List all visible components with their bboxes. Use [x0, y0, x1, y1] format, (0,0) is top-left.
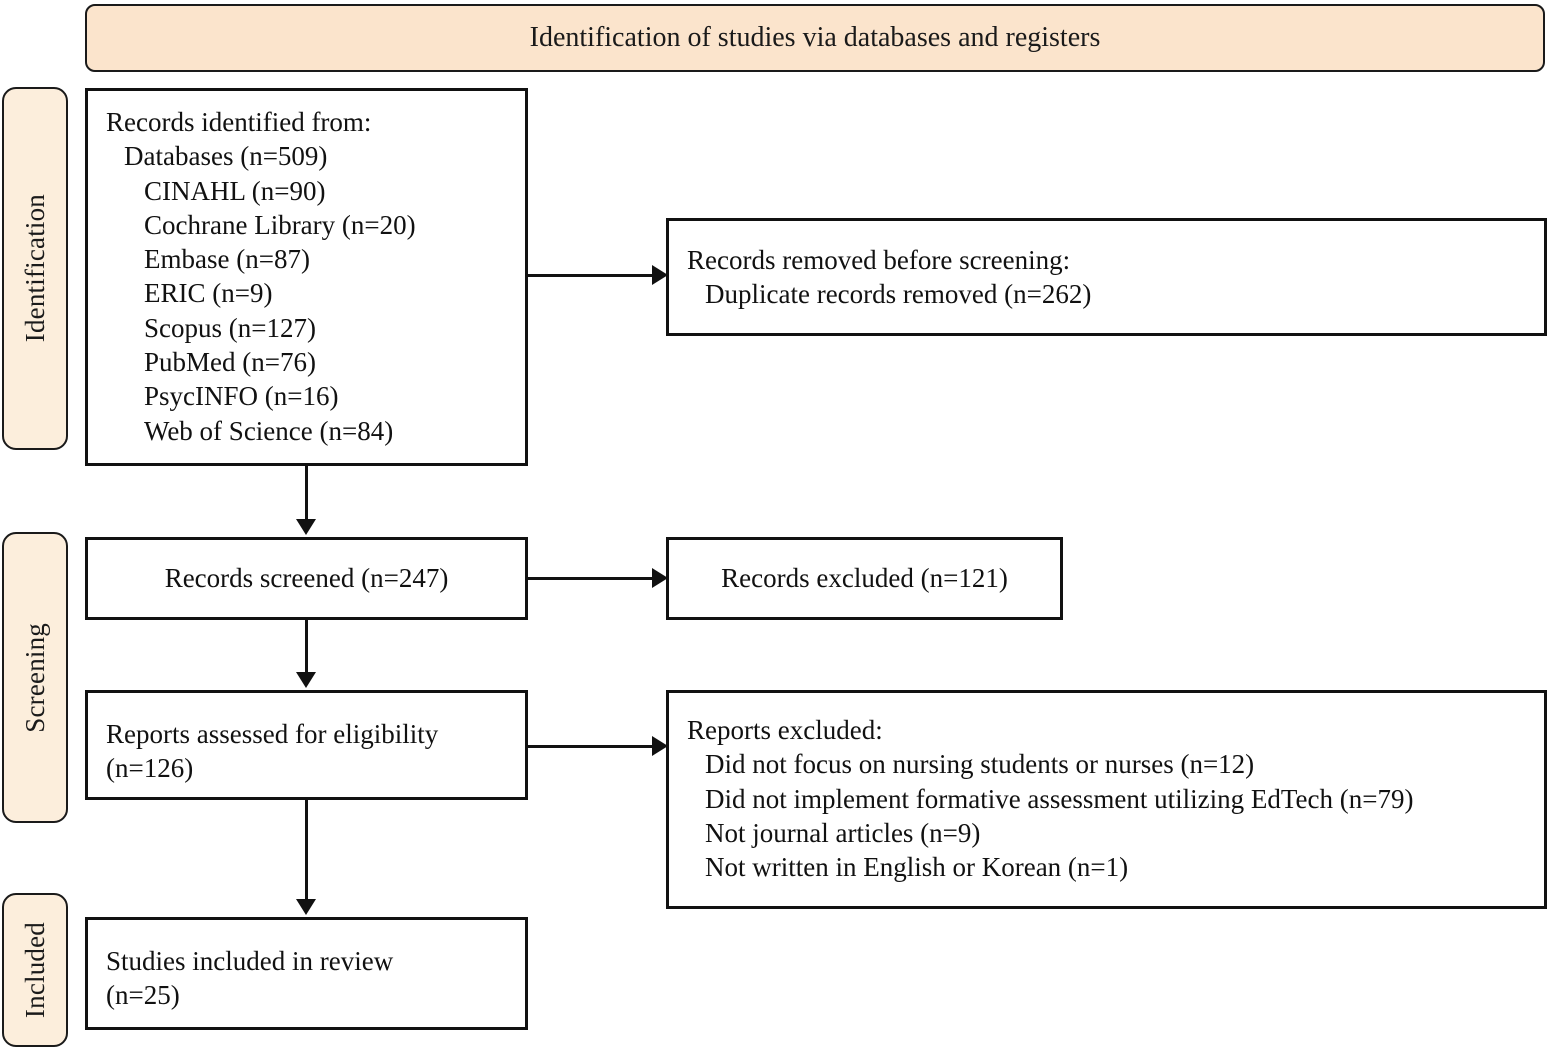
- arrowhead-identified-to-removed: [652, 265, 668, 285]
- connector-identified-to-removed: [528, 274, 654, 277]
- studies-included-count: (n=25): [106, 980, 180, 1011]
- phase-label-included: Included: [2, 893, 68, 1047]
- studies-included-title: Studies included in review: [106, 946, 394, 976]
- box-records-removed: Records removed before screening: Duplic…: [666, 218, 1547, 336]
- phase-label-identification: Identification: [2, 87, 68, 450]
- records-identified-line-embase: Embase (n=87): [144, 244, 310, 275]
- connector-identified-to-screened: [305, 466, 308, 521]
- reports-excluded-line-not-journal: Not journal articles (n=9): [705, 817, 981, 848]
- connector-screened-to-assessed: [305, 620, 308, 674]
- records-removed-title: Records removed before screening:: [687, 245, 1071, 275]
- box-records-identified: Records identified from: Databases (n=50…: [85, 88, 528, 466]
- arrowhead-screened-to-assessed: [296, 672, 316, 688]
- records-identified-line-eric: ERIC (n=9): [144, 278, 273, 309]
- reports-excluded-title: Reports excluded:: [687, 715, 883, 745]
- records-removed-line-duplicates: Duplicate records removed (n=262): [705, 279, 1092, 310]
- arrowhead-assessed-to-included: [296, 899, 316, 915]
- arrowhead-assessed-to-reports-excluded: [652, 736, 668, 756]
- records-identified-title: Records identified from:: [106, 107, 372, 137]
- arrowhead-identified-to-screened: [296, 519, 316, 535]
- box-reports-excluded: Reports excluded: Did not focus on nursi…: [666, 690, 1547, 909]
- arrowhead-screened-to-excluded: [652, 568, 668, 588]
- records-identified-line-cinahl: CINAHL (n=90): [144, 175, 326, 206]
- records-excluded-title: Records excluded (n=121): [721, 563, 1008, 594]
- connector-assessed-to-reports-excluded: [528, 745, 654, 748]
- phase-label-included-text: Included: [19, 921, 50, 1019]
- box-studies-included: Studies included in review (n=25): [85, 917, 528, 1030]
- phase-label-screening: Screening: [2, 532, 68, 823]
- box-reports-assessed: Reports assessed for eligibility (n=126): [85, 690, 528, 800]
- connector-screened-to-excluded: [528, 577, 654, 580]
- reports-excluded-line-language: Not written in English or Korean (n=1): [705, 852, 1129, 883]
- connector-assessed-to-included: [305, 800, 308, 901]
- records-identified-line-web-of-science: Web of Science (n=84): [144, 415, 394, 446]
- diagram-title: Identification of studies via databases …: [529, 22, 1101, 53]
- reports-excluded-line-not-nursing: Did not focus on nursing students or nur…: [705, 749, 1255, 780]
- reports-assessed-count: (n=126): [106, 753, 194, 784]
- records-identified-line-cochrane: Cochrane Library (n=20): [144, 209, 416, 240]
- records-identified-line-psycinfo: PsycINFO (n=16): [144, 381, 339, 412]
- phase-label-screening-text: Screening: [19, 622, 50, 733]
- records-identified-line-databases: Databases (n=509): [124, 141, 328, 172]
- phase-label-identification-text: Identification: [19, 194, 50, 343]
- diagram-header-banner: Identification of studies via databases …: [85, 4, 1545, 72]
- records-screened-title: Records screened (n=247): [164, 563, 449, 594]
- box-records-screened: Records screened (n=247): [85, 537, 528, 620]
- reports-excluded-line-no-formative-assessment: Did not implement formative assessment u…: [705, 783, 1414, 814]
- records-identified-line-scopus: Scopus (n=127): [144, 312, 316, 343]
- reports-assessed-title: Reports assessed for eligibility: [106, 719, 439, 749]
- box-records-excluded: Records excluded (n=121): [666, 537, 1063, 620]
- records-identified-line-pubmed: PubMed (n=76): [144, 346, 316, 377]
